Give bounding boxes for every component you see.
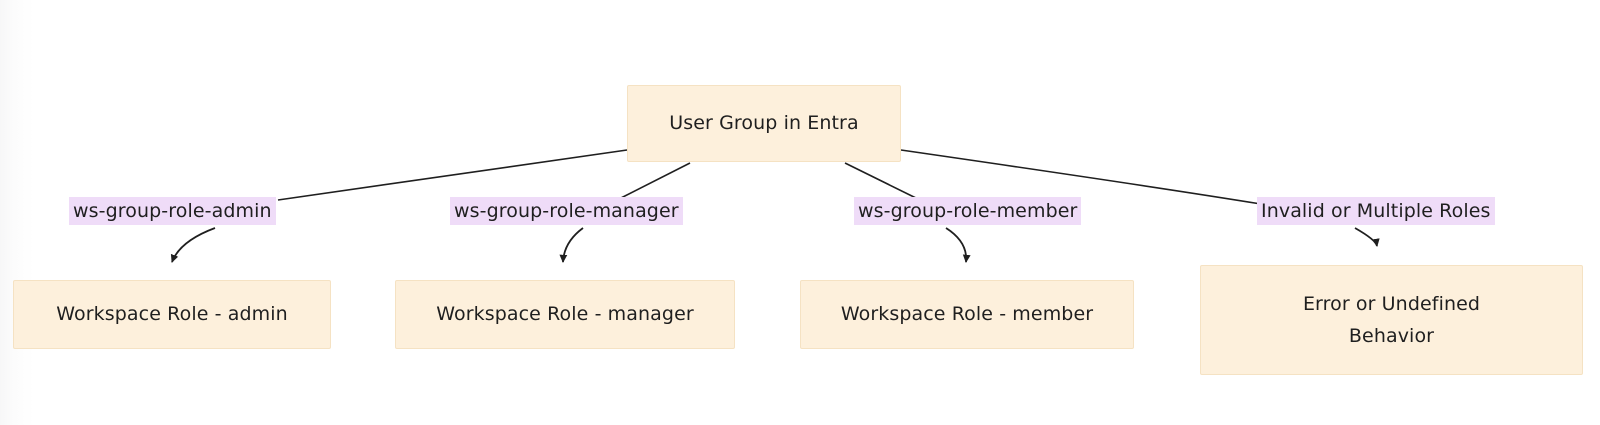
connector-root-to-admin: [277, 149, 628, 201]
connector-root-to-manager: [616, 162, 691, 201]
node-label: Workspace Role - manager: [436, 303, 694, 326]
edge-label-invalid-or-multiple-roles: Invalid or Multiple Roles: [1257, 197, 1495, 225]
edge-label-text: ws-group-role-manager: [454, 200, 679, 222]
connector-root-to-invalid: [900, 149, 1262, 205]
arrow-manager-to-workspace-role-manager: [559, 227, 584, 263]
edge-label-text: ws-group-role-member: [858, 200, 1078, 222]
node-workspace-role-member[interactable]: Workspace Role - member: [800, 280, 1134, 349]
arrow-member-to-workspace-role-member: [945, 227, 971, 263]
node-label: Error or Undefined Behavior: [1302, 292, 1481, 347]
node-workspace-role-manager[interactable]: Workspace Role - manager: [395, 280, 735, 349]
node-label: User Group in Entra: [669, 112, 859, 135]
node-label: Workspace Role - admin: [56, 303, 288, 326]
edge-label-ws-group-role-admin: ws-group-role-admin: [69, 197, 276, 225]
edge-label-ws-group-role-manager: ws-group-role-manager: [450, 197, 683, 225]
connector-root-to-member: [844, 162, 921, 201]
arrow-invalid-to-error-or-undefined: [1354, 227, 1380, 247]
edge-label-text: ws-group-role-admin: [73, 200, 272, 222]
edge-label-text: Invalid or Multiple Roles: [1261, 200, 1491, 222]
node-workspace-role-admin[interactable]: Workspace Role - admin: [13, 280, 331, 349]
arrow-admin-to-workspace-role-admin: [170, 227, 216, 263]
node-label: Workspace Role - member: [840, 303, 1094, 326]
node-error-or-undefined-behavior[interactable]: Error or Undefined Behavior: [1200, 265, 1583, 375]
edge-label-ws-group-role-member: ws-group-role-member: [854, 197, 1082, 225]
node-user-group-in-entra[interactable]: User Group in Entra: [627, 85, 901, 162]
